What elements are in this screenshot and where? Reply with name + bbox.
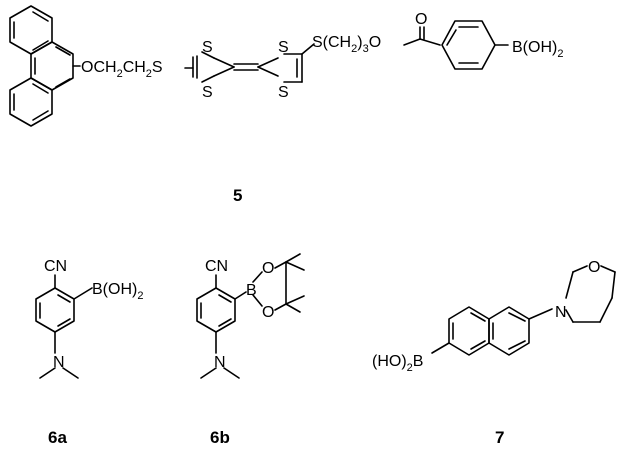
boron-atom: B (246, 282, 257, 299)
oxyethylthio-linker: OCH2CH2S (81, 59, 163, 80)
compound-label-6a: 6a (48, 428, 67, 447)
ttf-sulfur-1: S (202, 39, 213, 56)
compound-5: OCH2CH2S S S S S S(CH2)3O (9, 5, 563, 205)
thiopropyloxy-linker: S(CH2)3O (312, 34, 381, 55)
dimethylamino-nitrogen: N (53, 354, 65, 371)
ttf-sulfur-2: S (202, 84, 213, 101)
naphthalene-ring (431, 306, 553, 356)
compound-label-5: 5 (233, 186, 242, 205)
benzoate-ester (403, 20, 509, 70)
compound-7: (HO)2B O N 7 (372, 259, 616, 447)
compound-6b: CN B O O N 6b (196, 253, 305, 447)
compound-label-7: 7 (495, 428, 504, 447)
compound-label-6b: 6b (210, 428, 230, 447)
nitrile-group: CN (205, 258, 228, 275)
dimethylamino-nitrogen: N (214, 354, 226, 371)
boronic-acid-group: B(OH)2 (92, 281, 143, 302)
ttf-core (184, 43, 315, 83)
pinacol-ring (252, 253, 305, 313)
boronic-acid-group: (HO)2B (372, 353, 423, 374)
carbonyl-oxygen: O (415, 11, 427, 28)
morpholine-oxygen: O (588, 259, 600, 276)
pinacol-oxygen-2: O (262, 304, 274, 321)
anthracene-ring (9, 5, 81, 127)
compound-6a: CN B(OH)2 N 6a (35, 258, 143, 447)
ttf-sulfur-4: S (278, 84, 289, 101)
pinacol-oxygen-1: O (262, 260, 274, 277)
ttf-sulfur-3: S (278, 39, 289, 56)
morpholine-nitrogen: N (555, 304, 567, 321)
benzene-ring-6b (196, 274, 247, 379)
nitrile-group: CN (44, 258, 67, 275)
benzene-ring-6a (35, 274, 93, 379)
morpholine-ring (565, 265, 616, 323)
boronic-acid-group: B(OH)2 (512, 39, 563, 60)
